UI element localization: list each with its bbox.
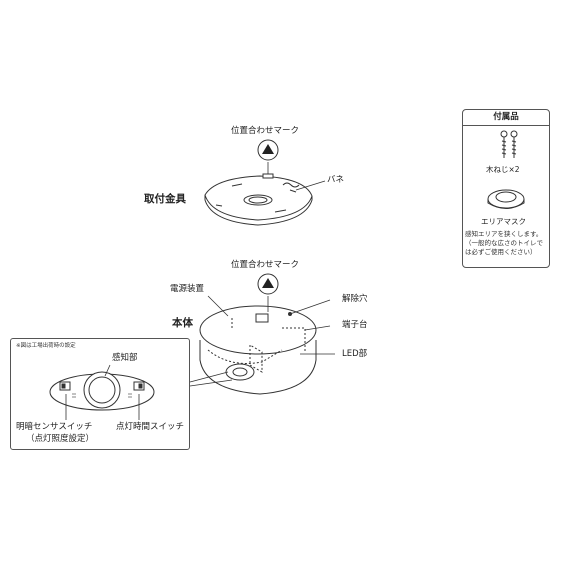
mounting-bracket-drawing — [204, 162, 326, 226]
body-align-mark-label: 位置合わせマーク — [231, 260, 300, 270]
wood-screws-label: 木ねじ×2 — [486, 165, 520, 174]
sensor-label: 感知部 — [112, 353, 138, 363]
area-mask-note-3: は必ずご使用ください） — [465, 248, 537, 256]
area-mask-note-1: 感知エリアを狭くします。 — [465, 230, 543, 238]
factory-setting-note: ※図は工場出荷時の設定 — [16, 343, 76, 349]
main-body-title: 本体 — [172, 317, 193, 329]
mounting-bracket-title: 取付金具 — [144, 193, 186, 205]
bracket-align-mark-label: 位置合わせマーク — [231, 126, 300, 136]
main-body-drawing — [199, 295, 335, 395]
area-mask-label: エリアマスク — [481, 217, 526, 226]
power-unit-label: 電源装置 — [170, 284, 205, 294]
area-mask-note-2: （一般的な広さのトイレで — [465, 239, 543, 247]
release-hole-label: 解除穴 — [342, 294, 368, 304]
wood-screw-icon — [500, 130, 518, 158]
light-sensor-switch-label: 明暗センサスイッチ — [16, 422, 93, 432]
align-triangle-icon-top — [257, 139, 279, 161]
sensor-face-drawing — [49, 364, 155, 420]
light-sensor-switch-sub-label: （点灯照度設定） — [26, 434, 95, 444]
accessories-panel: 付属品 — [462, 109, 550, 268]
led-label: LED部 — [342, 349, 368, 359]
terminal-block-label: 端子台 — [342, 320, 368, 330]
spring-label: バネ — [327, 175, 345, 185]
area-mask-icon — [487, 189, 525, 209]
accessories-header: 付属品 — [463, 110, 549, 126]
timer-switch-label: 点灯時間スイッチ — [116, 422, 185, 432]
sensor-detail-panel — [10, 338, 190, 450]
align-triangle-icon-middle — [257, 273, 279, 295]
